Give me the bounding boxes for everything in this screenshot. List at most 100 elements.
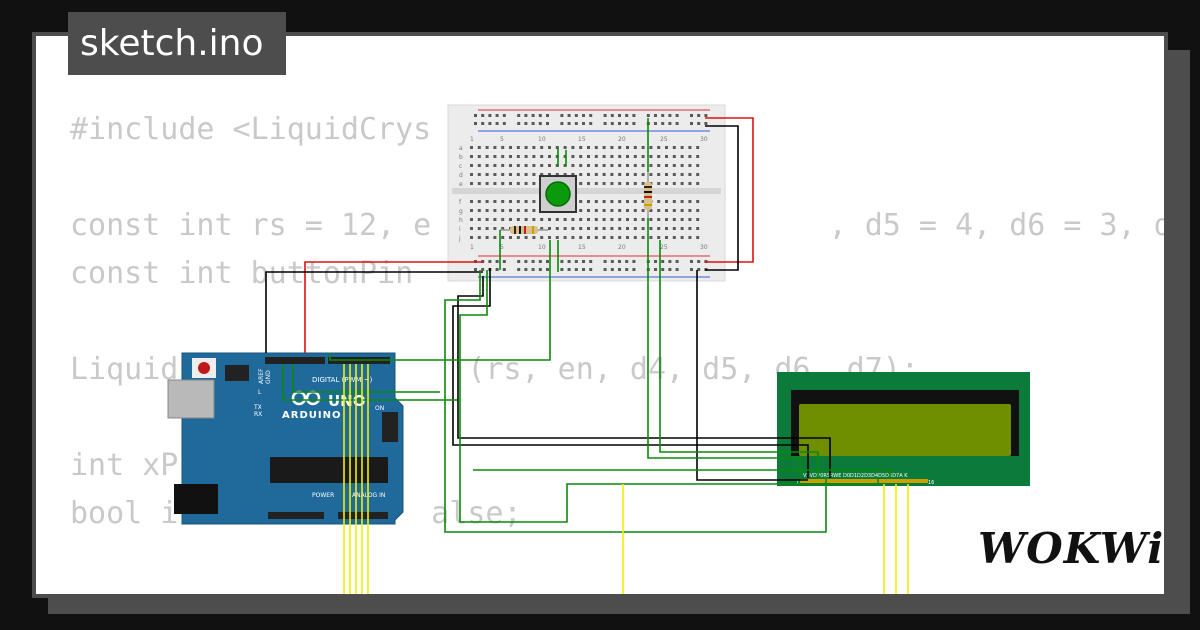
wire-lcd-rw-black[interactable] <box>457 276 831 478</box>
bb-col-label: 15 <box>578 244 586 251</box>
breadboard-hole <box>546 268 549 271</box>
on-label: ON <box>375 405 384 412</box>
breadboard-hole <box>603 114 607 117</box>
breadboard-hole <box>524 268 528 271</box>
breadboard-hole <box>579 173 583 176</box>
breadboard-hole <box>567 268 571 271</box>
breadboard-hole <box>610 209 614 212</box>
reset-button[interactable] <box>198 362 210 374</box>
breadboard-hole <box>567 260 571 263</box>
breadboard-hole <box>517 114 521 117</box>
breadboard-hole <box>602 164 606 167</box>
wire-lcd-d5[interactable] <box>473 469 891 478</box>
lcd-screen <box>799 404 1011 456</box>
wires[interactable] <box>265 117 909 594</box>
aref-label: AREF <box>258 368 265 384</box>
wire-rail-black[interactable] <box>705 125 739 271</box>
breadboard-hole <box>516 155 520 158</box>
breadboard-hole <box>470 218 473 221</box>
breadboard-hole <box>602 182 606 185</box>
wire-gnd-black[interactable] <box>265 271 483 353</box>
breadboard-hole <box>602 236 606 239</box>
analog-header <box>338 512 388 519</box>
breadboard-hole <box>610 155 614 158</box>
breadboard-hole <box>618 155 622 158</box>
breadboard-hole <box>688 218 692 221</box>
wire-button-signal[interactable] <box>329 240 551 361</box>
breadboard-hole <box>501 164 505 167</box>
breadboard-hole <box>657 218 661 221</box>
breadboard-hole <box>563 236 567 239</box>
breadboard-hole <box>477 182 481 185</box>
breadboard-hole <box>589 114 593 117</box>
breadboard-hole <box>675 268 679 271</box>
l-label: L <box>258 389 262 396</box>
breadboard-hole <box>618 260 621 263</box>
breadboard[interactable]: 1 5 10 15 20 25 30 1 5 10 15 20 25 30 a … <box>447 104 726 282</box>
wire-rail-red[interactable] <box>705 117 754 263</box>
breadboard-hole <box>657 173 661 176</box>
wire-lcd-d4[interactable] <box>459 270 879 523</box>
wire-5v-red[interactable] <box>304 261 483 353</box>
breadboard-hole <box>477 236 481 239</box>
breadboard-hole <box>579 200 583 203</box>
breadboard-hole <box>657 182 661 185</box>
breadboard-hole <box>563 155 567 158</box>
breadboard-holes <box>470 114 708 271</box>
power-label: POWER <box>312 492 334 499</box>
breadboard-hole <box>594 218 598 221</box>
bb-row-label: e <box>459 181 463 188</box>
bb-row-label: d <box>459 172 463 179</box>
gnd-label: GND <box>265 370 272 384</box>
breadboard-hole <box>626 209 629 212</box>
breadboard-hole <box>633 200 637 203</box>
breadboard-hole <box>509 146 512 149</box>
breadboard-hole <box>485 236 489 239</box>
breadboard-hole <box>574 260 578 263</box>
wire-lcd-vss-black[interactable] <box>452 268 809 478</box>
breadboard-hole <box>546 114 549 117</box>
wire-pin-d11[interactable] <box>292 364 440 393</box>
breadboard-hole <box>555 236 559 239</box>
push-button[interactable] <box>539 175 577 213</box>
lcd-display[interactable]: VSVDV0RSRWE D0D1D2D3D4D5D6D7A K 1 16 <box>777 372 1030 486</box>
resistor-band <box>524 226 526 234</box>
file-name-tab[interactable]: sketch.ino <box>68 12 286 75</box>
breadboard-hole <box>579 155 583 158</box>
resistor-vertical[interactable] <box>644 172 652 218</box>
wire-pin-d12[interactable] <box>282 364 457 401</box>
breadboard-hole <box>524 114 528 117</box>
breadboard-hole <box>626 155 629 158</box>
bb-row-label: c <box>459 163 462 170</box>
breadboard-hole <box>625 260 629 263</box>
breadboard-hole <box>618 182 622 185</box>
wire-lcd-rs[interactable] <box>659 240 819 478</box>
breadboard-hole <box>548 173 551 176</box>
wire-lcd-e[interactable] <box>444 270 827 533</box>
breadboard-hole <box>618 122 621 125</box>
breadboard-hole <box>474 114 477 117</box>
breadboard-hole <box>680 218 684 221</box>
breadboard-hole <box>470 155 473 158</box>
breadboard-hole <box>641 236 645 239</box>
breadboard-hole <box>680 209 684 212</box>
wire-lcd-gnd-black[interactable] <box>696 270 808 481</box>
breadboard-hole <box>610 218 614 221</box>
breadboard-hole <box>587 227 590 230</box>
breadboard-hole <box>649 209 653 212</box>
breadboard-hole <box>548 218 551 221</box>
breadboard-hole <box>688 200 692 203</box>
breadboard-hole <box>540 146 544 149</box>
breadboard-hole <box>697 268 701 271</box>
breadboard-hole <box>477 155 481 158</box>
breadboard-hole <box>582 122 585 125</box>
breadboard-hole <box>571 155 575 158</box>
arduino-uno[interactable]: DIGITAL (PWM ~) ARDUINO UNO ON L TX RX P… <box>167 352 404 525</box>
breadboard-hole <box>493 155 497 158</box>
resistor-horizontal[interactable] <box>500 226 548 234</box>
wire-lcd-v0[interactable] <box>647 218 801 478</box>
push-button-cap[interactable] <box>545 181 571 207</box>
breadboard-hole <box>538 122 542 125</box>
breadboard-hole <box>696 218 700 221</box>
